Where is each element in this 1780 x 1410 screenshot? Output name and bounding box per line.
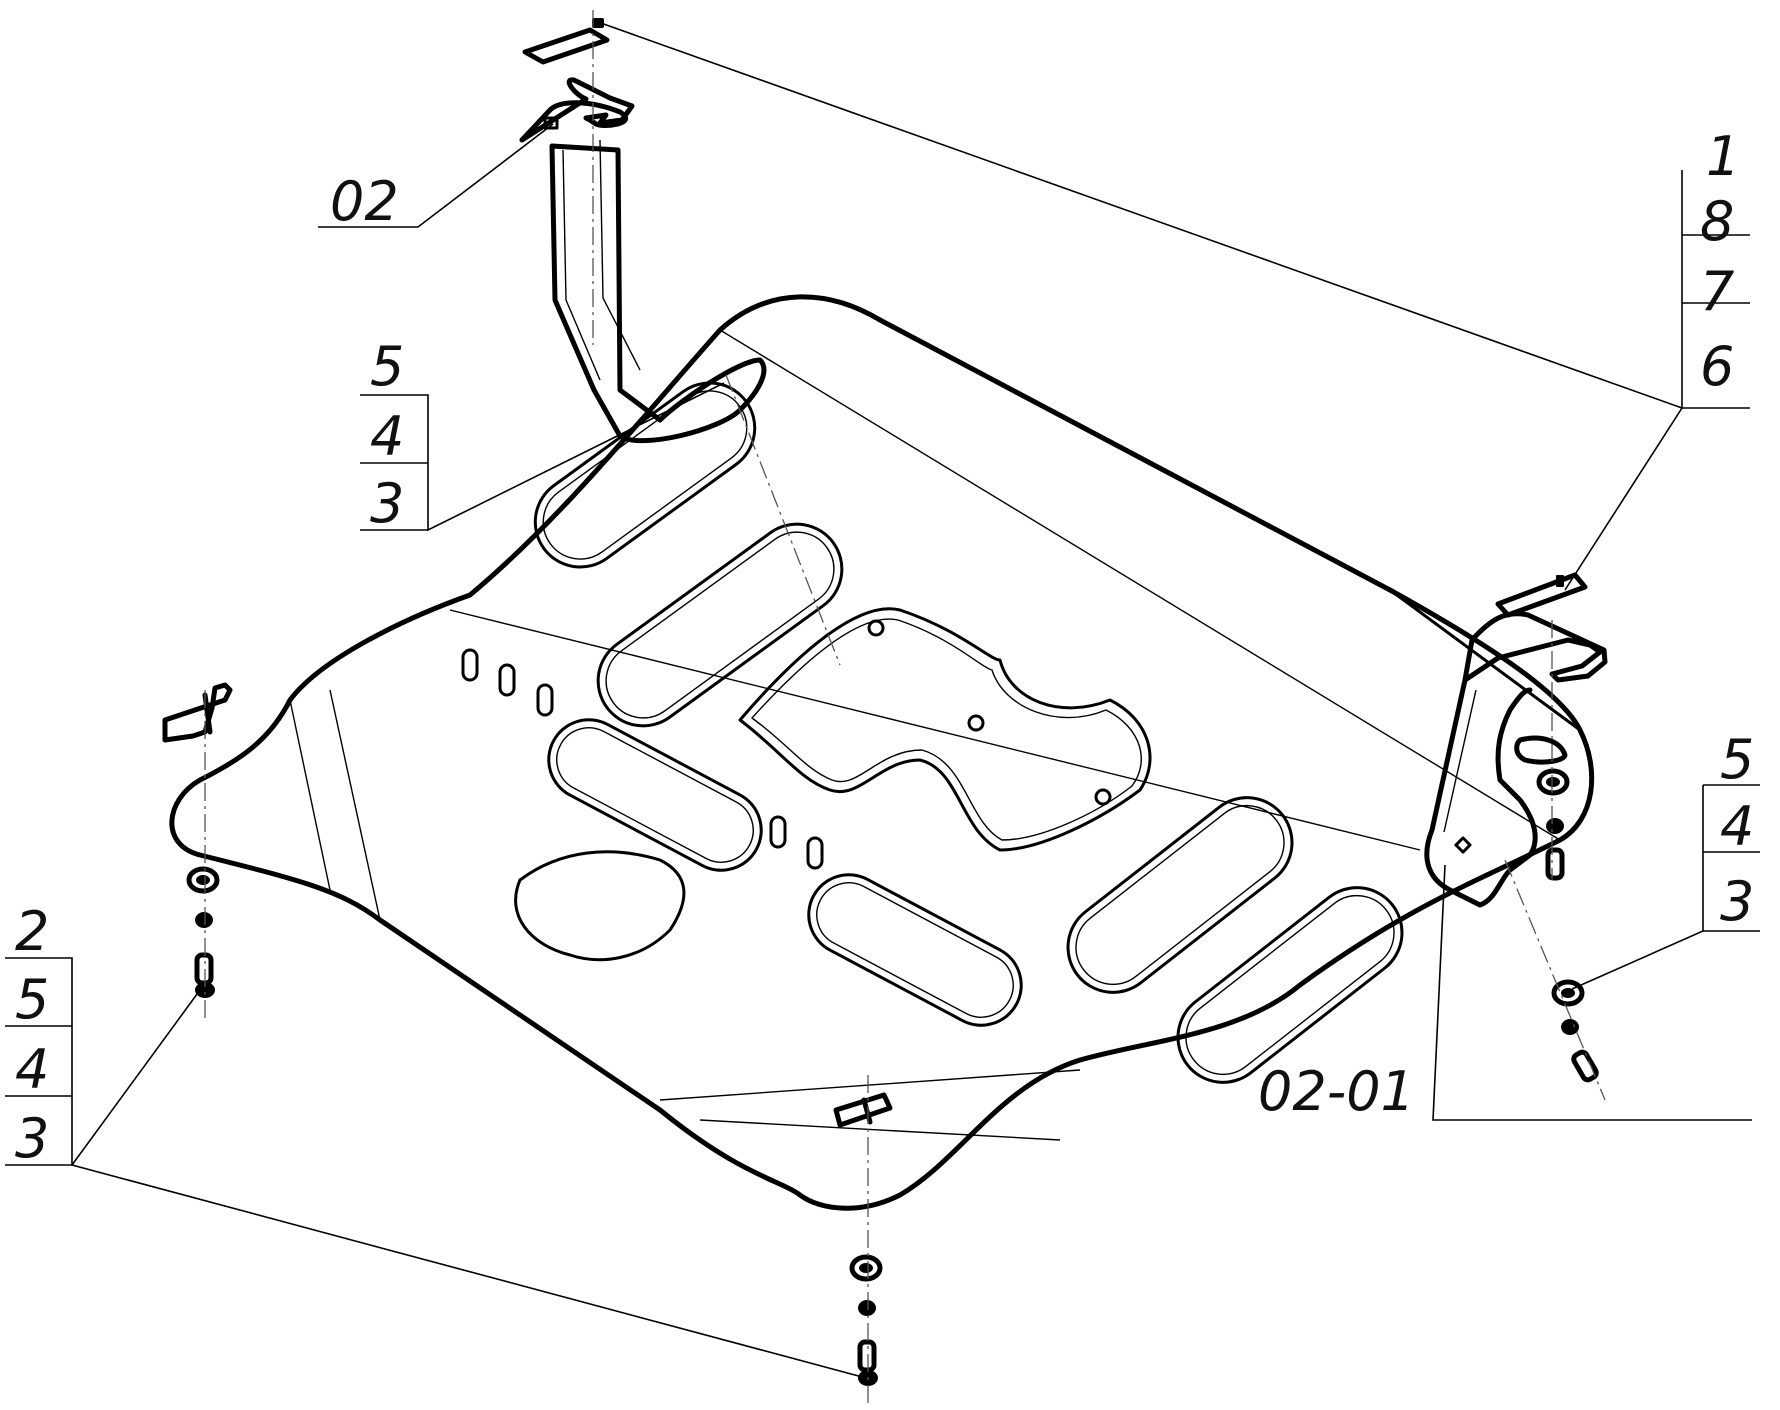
leader-lines [5, 21, 1760, 1379]
label-top-right-7: 7 [1700, 260, 1734, 323]
label-top-right-6: 6 [1700, 335, 1734, 398]
label-bottom-left-5: 5 [15, 968, 49, 1031]
center-lines [592, 10, 841, 666]
bracket-02 [519, 18, 767, 444]
label-top-right-1: 1 [1706, 125, 1740, 188]
label-mid-left-3: 3 [370, 472, 404, 535]
label-bracket-02-01: 02-01 [1258, 1060, 1415, 1123]
label-mid-right-4: 4 [1720, 795, 1754, 858]
label-bottom-left-4: 4 [15, 1038, 49, 1101]
label-mid-left-4: 4 [370, 405, 404, 468]
label-mid-right-5: 5 [1720, 728, 1754, 791]
bolt-stack-bottom [849, 1075, 883, 1405]
fastener-clips [162, 682, 1568, 1128]
bolt-stack-right [1504, 620, 1606, 1101]
label-mid-right-3: 3 [1720, 870, 1754, 933]
callout-labels: 02 02-01 1 8 7 6 5 4 3 5 4 3 2 5 4 3 [15, 125, 1754, 1170]
label-top-right-8: 8 [1700, 190, 1734, 253]
label-bottom-left-2: 2 [15, 900, 49, 963]
label-bottom-left-3: 3 [15, 1107, 49, 1170]
bracket-02-01 [1424, 572, 1608, 908]
label-mid-left-5: 5 [370, 335, 404, 398]
stamped-slots [461, 381, 1404, 1084]
bolt-stack-left [186, 690, 220, 1020]
label-bracket-02: 02 [330, 170, 399, 233]
